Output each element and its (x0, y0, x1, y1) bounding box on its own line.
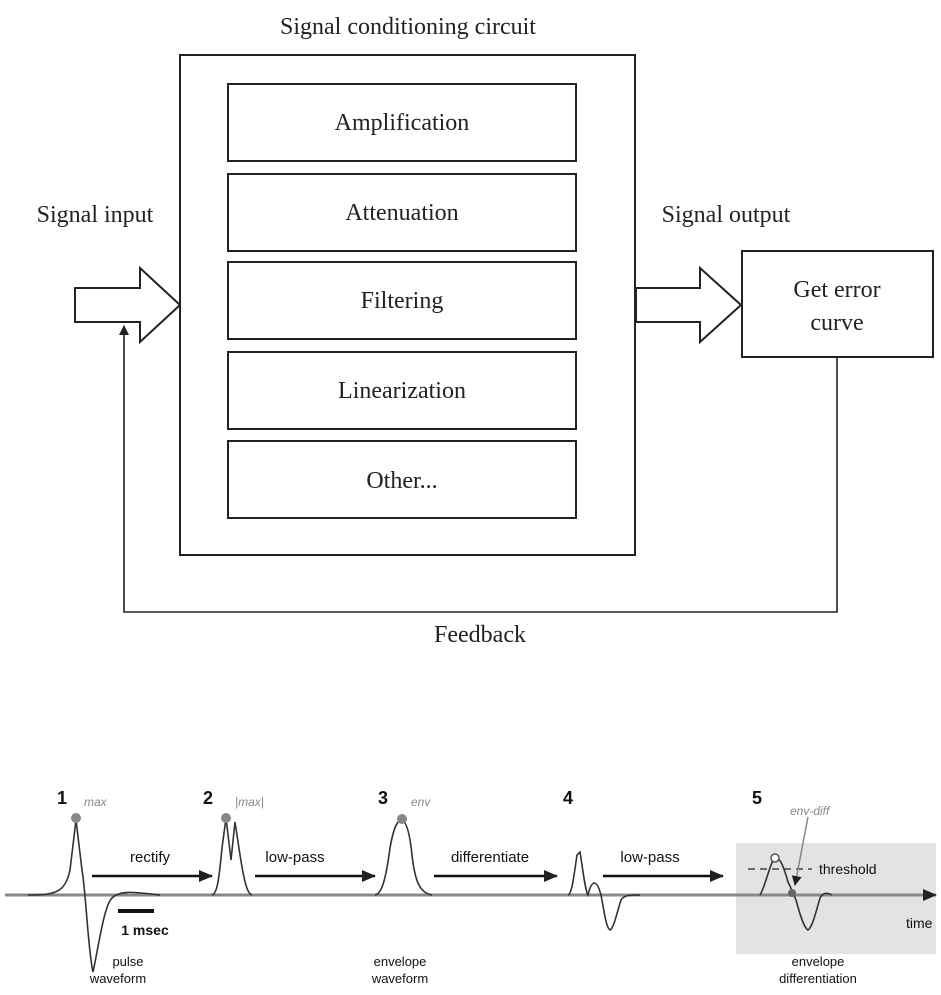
caption-pulse-line1: pulse (112, 954, 143, 969)
signal-input-label: Signal input (37, 202, 154, 228)
operation-label: differentiate (451, 849, 529, 866)
step-number-4: 4 (563, 788, 573, 808)
pulse-waveform: max (27, 795, 161, 973)
caption-envelope-line1: envelope (374, 954, 427, 969)
operation-label: low-pass (620, 849, 679, 866)
time-axis-label: time (906, 915, 933, 931)
caption-envelope-line2: waveform (371, 971, 428, 986)
error-box-line2: curve (810, 310, 863, 336)
env-marker-label: env (411, 795, 431, 809)
caption-diff-line1: envelope (792, 954, 845, 969)
threshold-crossing-dot (770, 853, 780, 863)
operation-label: low-pass (265, 849, 324, 866)
operation-label: rectify (130, 849, 171, 866)
step-number-3: 3 (378, 788, 388, 808)
stage-linearization: Linearization (227, 351, 577, 430)
abs-max-marker-dot (221, 813, 231, 823)
signal-output-label: Signal output (662, 202, 791, 228)
abs-max-marker-label: |max| (235, 795, 264, 809)
stage-label: Other... (366, 468, 437, 494)
env-diff-pointer (791, 816, 809, 886)
stage-label: Attenuation (345, 200, 458, 226)
stage-amplification: Amplification (227, 83, 577, 162)
error-box-line1: Get error (793, 277, 880, 303)
scale-bar-label: 1 msec (121, 922, 169, 938)
step-number-5: 5 (752, 788, 762, 808)
operation-low-pass-2: low-pass (603, 849, 724, 882)
stage-attenuation: Attenuation (227, 173, 577, 252)
max-marker-dot (71, 813, 81, 823)
step-number-2: 2 (203, 788, 213, 808)
operation-rectify: rectify (92, 849, 213, 882)
error-curve-box: Get error curve (741, 250, 934, 358)
operation-differentiate: differentiate (434, 849, 558, 882)
differentiated-waveform (567, 850, 641, 931)
block-diagram: Signal conditioning circuit Amplificatio… (37, 14, 934, 648)
operation-low-pass-1: low-pass (255, 849, 376, 882)
input-arrow (74, 265, 182, 345)
stage-label: Amplification (335, 110, 470, 136)
threshold-label: threshold (819, 861, 877, 877)
caption-diff-line2: differentiation (779, 971, 857, 986)
processing-chain: time 1 2 3 4 5 max |max| env threshold (5, 788, 937, 986)
stage-other: Other... (227, 440, 577, 519)
rectified-waveform: |max| (211, 795, 264, 896)
env-marker-dot (397, 814, 407, 824)
time-scale-bar: 1 msec (118, 909, 169, 938)
caption-pulse-line2: waveform (89, 971, 146, 986)
output-arrow (635, 265, 743, 345)
circuit-title: Signal conditioning circuit (280, 14, 536, 40)
highlight-region (736, 843, 936, 954)
zero-crossing-dot (788, 889, 796, 897)
step-number-1: 1 (57, 788, 67, 808)
stage-label: Linearization (338, 378, 466, 404)
env-diff-marker-label: env-diff (790, 804, 831, 818)
envelope-waveform: env (374, 795, 433, 896)
stage-filtering: Filtering (227, 261, 577, 340)
max-marker-label: max (84, 795, 108, 809)
stage-label: Filtering (361, 288, 444, 314)
feedback-loop-line (119, 325, 838, 613)
envelope-differentiation-waveform: threshold env-diff (748, 804, 877, 931)
feedback-label: Feedback (434, 622, 526, 648)
